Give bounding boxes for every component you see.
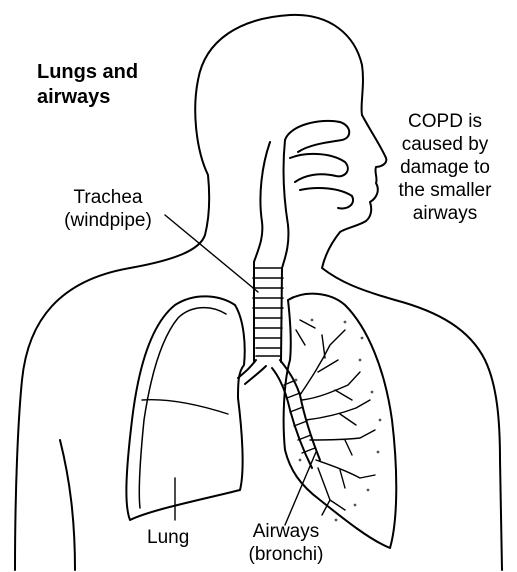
left-lung-fissure <box>142 400 228 414</box>
lung-label: Lung <box>147 526 189 549</box>
nasal-cavity <box>285 121 349 182</box>
trachea-label: Trachea (windpipe) <box>48 186 168 232</box>
mouth <box>300 188 353 208</box>
left-arm-line <box>60 440 75 570</box>
diagram-title: Lungs and airways <box>37 60 138 110</box>
trachea-rings <box>253 268 283 356</box>
trachea-walls <box>254 262 282 362</box>
airways-label: Airways (bronchi) <box>236 520 336 566</box>
left-lung <box>126 296 244 520</box>
trachea-pointer <box>165 215 258 292</box>
left-bronchus <box>238 360 266 384</box>
bronchial-tree <box>296 320 375 515</box>
copd-note: COPD is caused by damage to the smaller … <box>380 110 510 225</box>
pharynx <box>254 140 288 268</box>
